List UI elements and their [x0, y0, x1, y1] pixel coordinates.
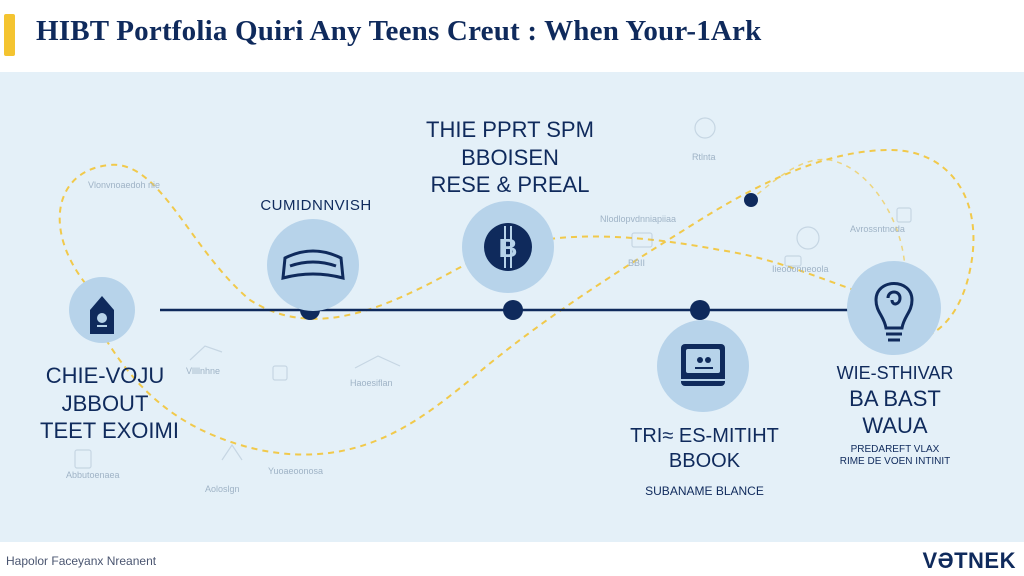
node-2-label-line-1: CUMIDNNVISH: [260, 197, 372, 214]
timeline-point-2: [503, 300, 523, 320]
node-5-label-line-3: WAUA: [862, 413, 928, 438]
node-4-label: TRI≈ ES-MITIHT BBOOK SUBANAME BLANCE: [607, 424, 802, 499]
bitcoin-icon: B: [484, 223, 532, 271]
faint-label: Vllllnhne: [186, 366, 221, 376]
node-1-label-line-1: CHIE-VOJU: [45, 363, 165, 388]
node-1-label-line-2: JBBOUT: [61, 390, 149, 416]
footer-caption: Hapolor Faceyanx Nreanent: [6, 554, 157, 568]
node-lightbulb: [847, 261, 941, 355]
faint-label: Aoloslgn: [205, 484, 240, 494]
page-title: HIBT Portfolia Quiri Any Teens Creut : W…: [36, 15, 762, 47]
node-3-label-line-1: THIE PPRT SPM: [426, 117, 594, 142]
dashed-flow-curve-right: [749, 158, 906, 311]
faint-label: Haoesiflan: [350, 378, 393, 388]
node-house: [69, 277, 135, 343]
node-3-label: THIE PPRT SPM BBOISEN RESE & PREAL: [410, 116, 610, 199]
node-bitcoin: B: [462, 201, 554, 293]
vr-headset-icon: [281, 249, 345, 281]
faint-label: Iieooonneoola: [772, 264, 829, 274]
lightbulb-icon: [874, 282, 914, 342]
title-accent-bar: [4, 14, 15, 56]
faint-label: Abbutoenaea: [66, 470, 120, 480]
faint-label: BBII: [628, 258, 646, 268]
node-5-label-line-5: RIME DE VOEN INTINIT: [839, 456, 951, 467]
header-bar: HIBT Portfolia Quiri Any Teens Creut : W…: [0, 0, 1024, 68]
faint-label: Yuoaeoonosa: [268, 466, 324, 476]
node-5-label-line-2: BA BAST: [849, 385, 941, 411]
timeline-point-3: [690, 300, 710, 320]
brand-logo-text: VƏTNEK: [922, 548, 1016, 573]
node-2-label: CUMIDNNVISH: [236, 197, 396, 216]
node-1-label-line-3: TEET EXOIMI: [40, 418, 179, 443]
faint-label: Vlonvnoaedoh nie: [88, 180, 161, 190]
node-1-label: CHIE-VOJU JBBOUT TEET EXOIMI: [40, 362, 179, 445]
node-4-label-line-3: SUBANAME BLANCE: [645, 484, 764, 498]
node-4-label-line-2: BBOOK: [668, 450, 741, 472]
node-5-label-line-1: WIE-STHIVAR: [836, 363, 954, 383]
book-icon: [681, 344, 725, 386]
svg-text:B: B: [499, 233, 518, 263]
node-3-label-line-2: BBOISEN: [461, 144, 559, 170]
node-3-label-line-3: RESE & PREAL: [430, 172, 590, 197]
faint-label: Avrossntnoda: [850, 224, 905, 234]
faint-background-icons: [74, 117, 912, 469]
timeline-point-floating: [744, 193, 758, 207]
footer-bar: Hapolor Faceyanx Nreanent VƏTNEK: [0, 542, 1024, 576]
node-4-label-line-1: TRI≈ ES-MITIHT: [630, 425, 779, 447]
house-icon: [90, 296, 114, 334]
faint-label: Rtlnta: [692, 152, 716, 162]
node-5-label: WIE-STHIVAR BA BAST WAUA PREDAREFT VLAX …: [820, 362, 970, 469]
faint-label: Nlodlopvdnniapiiaa: [600, 214, 677, 224]
node-book: [657, 320, 749, 412]
node-5-label-line-4: PREDAREFT VLAX: [850, 443, 940, 455]
node-vr-headset: [267, 219, 359, 311]
